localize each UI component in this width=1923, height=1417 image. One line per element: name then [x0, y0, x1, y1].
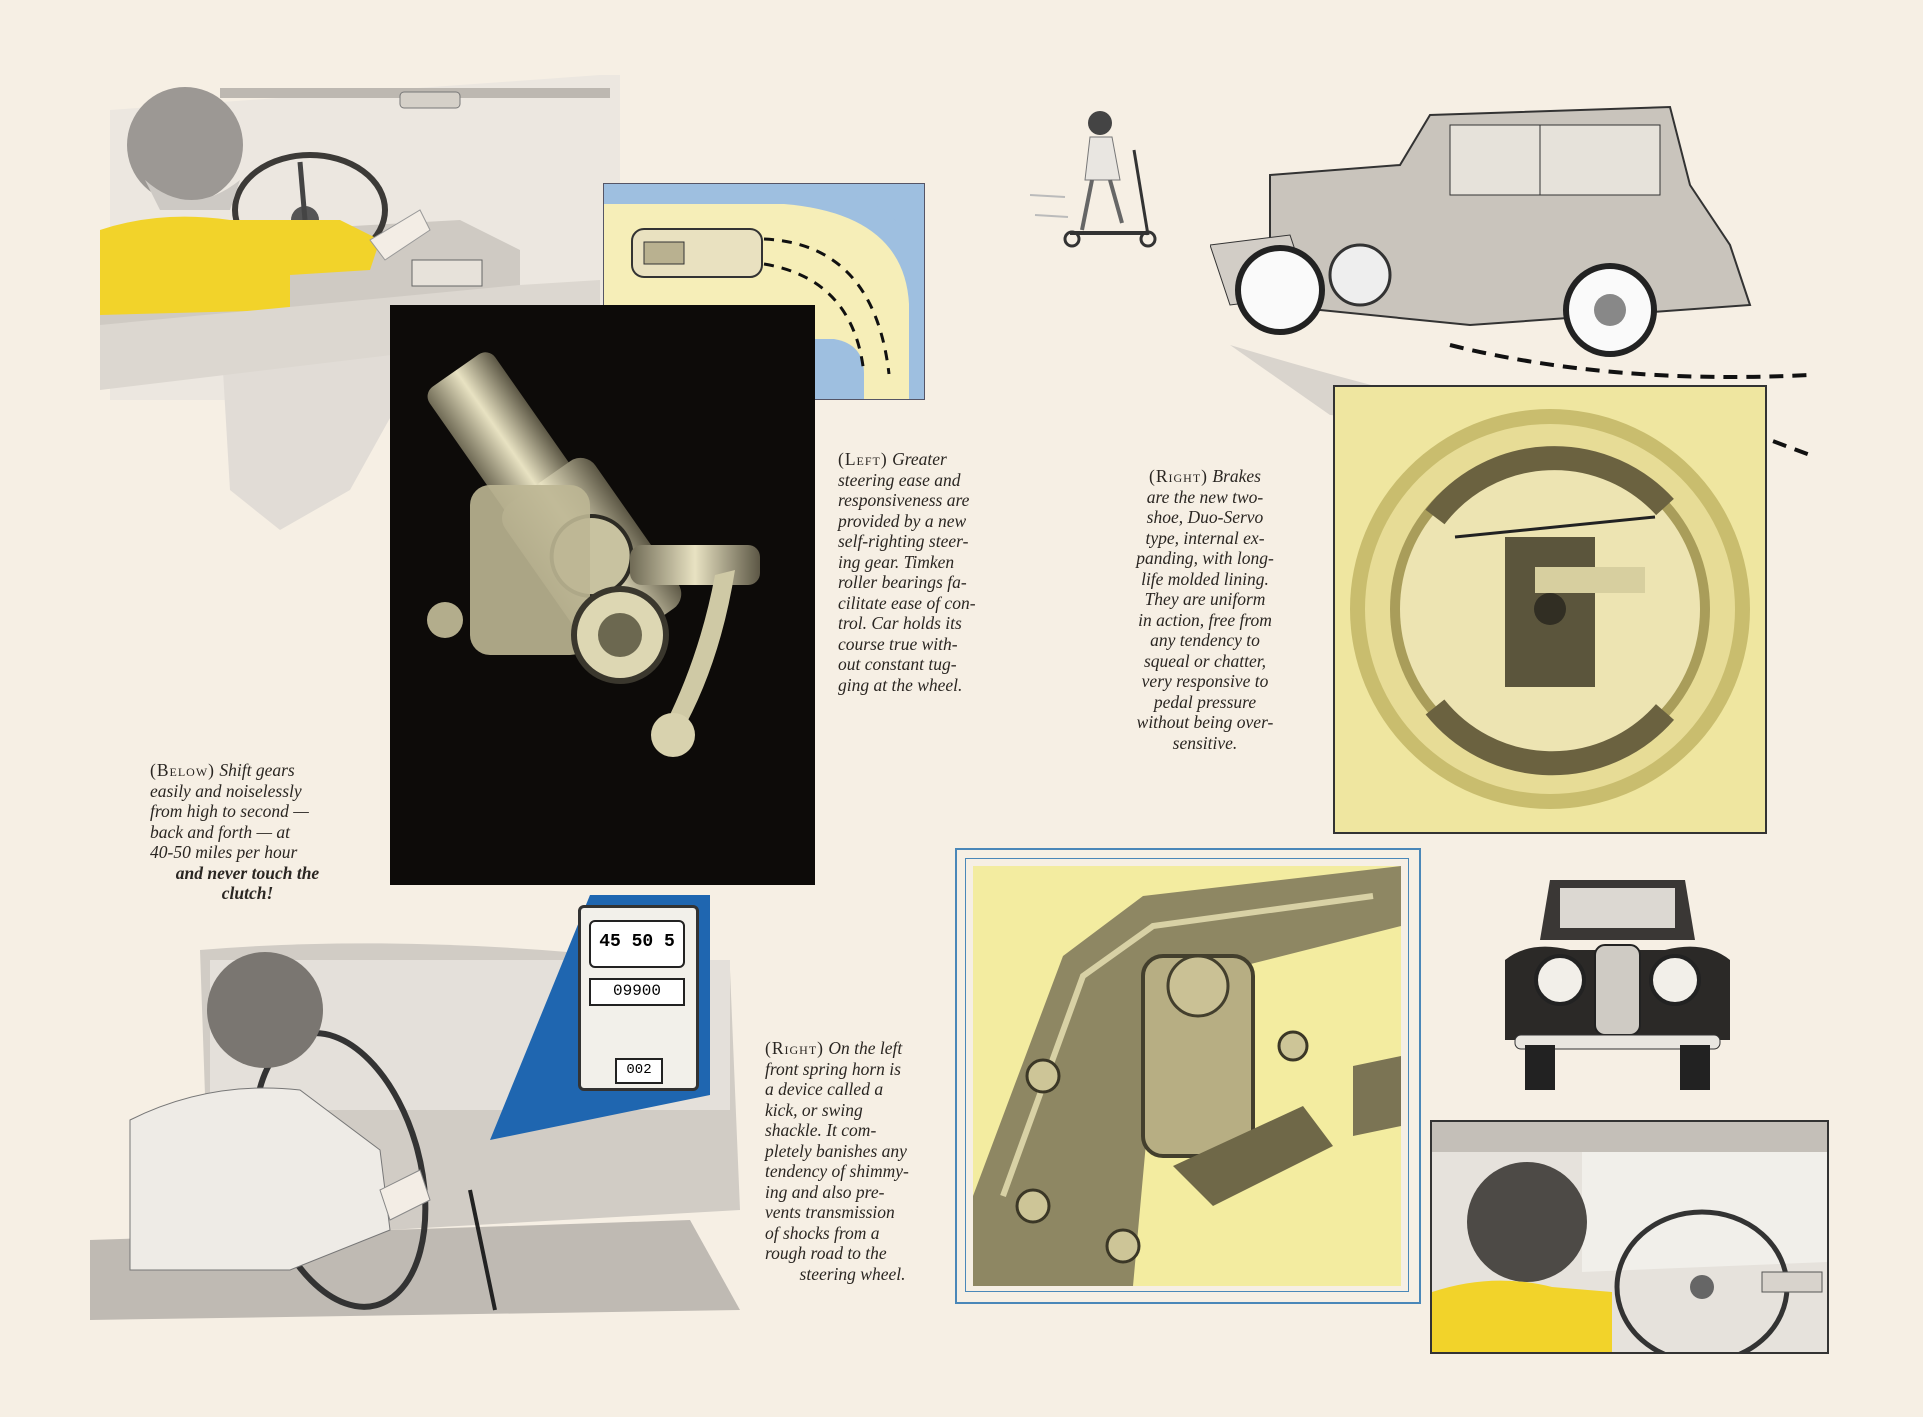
caption-lead: (Right) [765, 1038, 824, 1058]
caption-gear-shift: (Below) Shift gears easily and noiseless… [150, 760, 345, 904]
caption-line: back and forth — at [150, 821, 290, 842]
caption-line: clutch! [221, 883, 274, 903]
caption-line: are the new two- [1146, 486, 1264, 507]
odometer-readout: 09900 [589, 978, 685, 1006]
steering-gear-photo [390, 305, 815, 885]
caption-lead: (Below) [150, 760, 215, 780]
caption-line: pedal pressure [1153, 691, 1257, 712]
caption-line: trol. Car holds its [838, 613, 962, 633]
caption-line: life molded lining. [1141, 568, 1269, 589]
caption-line: self-righting steer- [838, 531, 969, 551]
caption-line: shackle. It com- [765, 1120, 877, 1140]
caption-line: out constant tug- [838, 654, 957, 674]
caption-line: from high to second — [150, 801, 309, 821]
caption-brakes: (Right) Brakes are the new two- shoe, Du… [1120, 466, 1290, 753]
caption-line: Greater [892, 449, 947, 469]
caption-line: provided by a new [838, 510, 967, 531]
caption-line: cilitate ease of con- [838, 592, 976, 613]
caption-line: ing and also pre- [765, 1181, 885, 1202]
caption-line: easily and noiselessly [150, 780, 302, 801]
caption-line: kick, or swing [765, 1099, 863, 1120]
shackle-photo [973, 866, 1401, 1286]
caption-line: Shift gears [219, 760, 295, 780]
caption-line: shoe, Duo-Servo [1146, 507, 1264, 527]
caption-line: sensitive. [1172, 732, 1238, 753]
scooter-child-illustration [1030, 105, 1170, 255]
caption-line: any tendency to [1150, 630, 1260, 650]
caption-line: responsiveness are [838, 490, 970, 510]
caption-line: course true with- [838, 633, 958, 654]
caption-steering: (Left) Greater steering ease and respons… [838, 449, 1003, 695]
caption-line: tendency of shimmy- [765, 1161, 909, 1181]
caption-line: panding, with long- [1136, 548, 1274, 568]
caption-shackle: (Right) On the left front spring horn is… [765, 1038, 940, 1284]
caption-line: front spring horn is [765, 1058, 901, 1079]
gauge-inset: 45 50 5 09900 002 [490, 895, 710, 1140]
caption-line: in action, free from [1138, 609, 1272, 630]
caption-lead: (Right) [1149, 466, 1208, 486]
caption-line: steering wheel. [799, 1263, 906, 1284]
caption-line: a device called a [765, 1079, 884, 1099]
caption-line: pletely banishes any [765, 1140, 907, 1161]
sedan-front-illustration [1490, 870, 1745, 1095]
caption-line: 40-50 miles per hour [150, 842, 298, 862]
driver-illustration-rear [1430, 1120, 1829, 1354]
caption-line: steering ease and [838, 469, 961, 490]
caption-line: On the left [828, 1038, 903, 1058]
trip-readout: 002 [615, 1058, 663, 1084]
brake-drum-photo [1333, 385, 1767, 834]
caption-line: roller bearings fa- [838, 572, 967, 592]
gauge-face: 45 50 5 09900 002 [578, 905, 699, 1091]
caption-line: of shocks from a [765, 1222, 880, 1243]
caption-line: and never touch the [175, 862, 320, 883]
caption-line: very responsive to [1141, 671, 1269, 691]
caption-line: ing gear. Timken [838, 551, 955, 572]
caption-line: Brakes [1212, 466, 1261, 486]
caption-line: squeal or chatter, [1143, 650, 1266, 671]
caption-line: rough road to the [765, 1243, 887, 1263]
caption-line: vents transmission [765, 1202, 895, 1222]
shackle-photo-frame [955, 848, 1421, 1304]
caption-line: without being over- [1136, 712, 1274, 732]
speedometer-readout: 45 50 5 [589, 920, 685, 968]
caption-line: ging at the wheel. [838, 674, 963, 695]
caption-line: They are uniform [1144, 589, 1266, 609]
caption-lead: (Left) [838, 449, 888, 469]
caption-line: type, internal ex- [1145, 527, 1265, 548]
